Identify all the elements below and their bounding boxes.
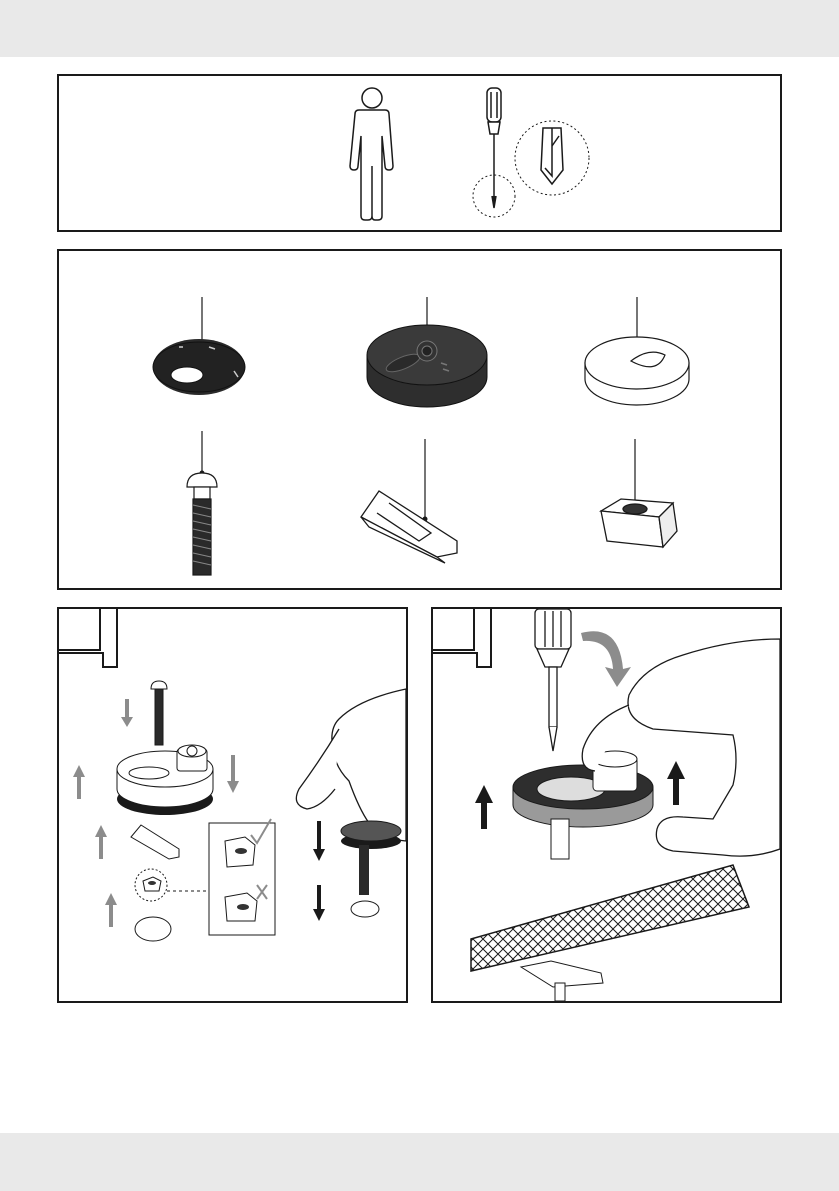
up-arrow-icon xyxy=(475,785,493,829)
step-1-number xyxy=(57,607,101,651)
down-arrow-icon xyxy=(313,885,325,921)
step-2-illustration xyxy=(433,609,780,1001)
bolt-part xyxy=(151,681,167,745)
header-band xyxy=(0,0,839,57)
tools-illustration xyxy=(59,76,780,230)
square-nut-part xyxy=(135,869,209,901)
tabletop xyxy=(471,865,749,1001)
parts-panel xyxy=(57,249,782,590)
footer-band xyxy=(0,1133,839,1191)
parts-illustration xyxy=(59,251,780,588)
down-arrow-icon xyxy=(313,821,325,861)
bolt-part xyxy=(187,473,217,575)
held-assembly xyxy=(341,821,401,917)
base-disc-part xyxy=(367,325,487,407)
step-1-illustration xyxy=(59,609,406,1001)
hand-illustration xyxy=(296,689,406,841)
cap-part xyxy=(135,917,171,941)
cap-part xyxy=(585,337,689,405)
step-2-panel xyxy=(431,607,782,1003)
clip-part xyxy=(131,825,179,859)
down-arrow-icon xyxy=(121,699,133,727)
orientation-inset xyxy=(209,819,275,935)
tools-panel xyxy=(57,74,782,232)
clip-part xyxy=(361,491,457,563)
down-arrow-icon xyxy=(227,755,239,793)
step-2-number xyxy=(431,607,475,651)
cover-plate-part xyxy=(153,339,245,395)
held-assembly xyxy=(513,751,653,859)
phillips-bit-detail-icon xyxy=(515,121,589,195)
screwdriver-icon xyxy=(535,609,571,751)
base-assembly xyxy=(117,745,213,815)
rotate-arrow-icon xyxy=(581,631,631,687)
up-arrow-icon xyxy=(105,893,117,927)
person-icon xyxy=(350,88,393,220)
up-arrow-icon xyxy=(667,761,685,805)
step-1-panel xyxy=(57,607,408,1003)
screwdriver-icon xyxy=(473,88,515,217)
black-arrows xyxy=(313,821,325,921)
up-arrow-icon xyxy=(73,765,85,799)
square-nut-part xyxy=(601,499,677,547)
up-arrow-icon xyxy=(95,825,107,859)
